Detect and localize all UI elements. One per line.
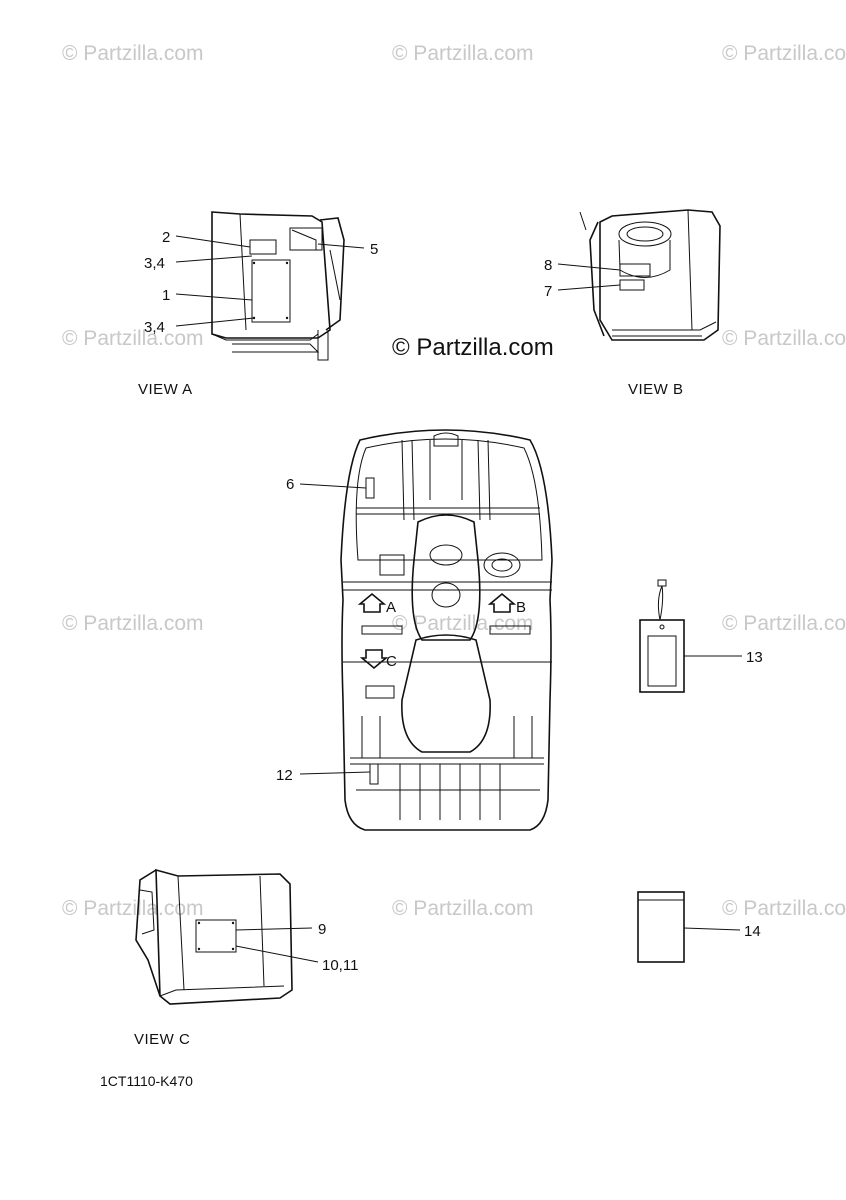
arrow-label-c: C [386, 653, 397, 670]
callout-5: 5 [370, 241, 378, 258]
view-a-label: VIEW A [138, 381, 193, 398]
view-b-callouts: 8 7 VIEW B [544, 257, 684, 398]
diagram-code: 1CT1110-K470 [100, 1073, 193, 1089]
watermark-6: © Partzilla.com [62, 612, 204, 635]
watermark-center: © Partzilla.com [392, 334, 554, 361]
view-c-callouts: 9 10,11 VIEW C [134, 921, 358, 1048]
callout-3-4-bottom: 3,4 [144, 319, 165, 336]
view-b-drawing [579, 209, 721, 341]
callout-8: 8 [544, 257, 552, 274]
view-a-drawing [211, 211, 345, 361]
watermark-9: © Partzilla.com [62, 897, 204, 920]
view-b-label: VIEW B [628, 381, 684, 398]
callout-3-4-top: 3,4 [144, 255, 165, 272]
watermark-4: © Partzilla.com [62, 327, 204, 350]
watermark-3: © Partzilla.com [722, 42, 846, 65]
watermark-5: © Partzilla.com [722, 327, 846, 350]
view-c-label: VIEW C [134, 1031, 190, 1048]
view-c-drawing [135, 868, 293, 1005]
callout-9: 9 [318, 921, 326, 938]
watermarks: © Partzilla.com © Partzilla.com © Partzi… [62, 42, 846, 920]
callout-6: 6 [286, 476, 294, 493]
callout-10-11: 10,11 [322, 957, 358, 974]
callout-7: 7 [544, 283, 552, 300]
arrow-label-b: B [516, 599, 526, 616]
watermark-2: © Partzilla.com [392, 42, 534, 65]
arrow-up-b-icon [487, 592, 517, 613]
callout-13: 13 [746, 649, 763, 666]
arrow-label-a: A [386, 599, 396, 616]
watermark-11: © Partzilla.com [722, 897, 846, 920]
arrow-down-c-icon [359, 649, 389, 670]
callout-12: 12 [276, 767, 293, 784]
atv-callouts: 6 12 [276, 476, 371, 784]
atv-top-view: A B C [340, 429, 553, 831]
label-card-14: 14 [637, 891, 761, 963]
watermark-8: © Partzilla.com [722, 612, 846, 635]
callout-14: 14 [744, 923, 761, 940]
watermark-10: © Partzilla.com [392, 897, 534, 920]
arrow-up-a-icon [357, 592, 387, 613]
watermark-1: © Partzilla.com [62, 42, 204, 65]
hang-tag-13: 13 [639, 579, 763, 693]
callout-2: 2 [162, 229, 170, 246]
watermark-7: © Partzilla.com [392, 612, 534, 635]
view-a-callouts: 2 3,4 1 3,4 5 VIEW A [138, 229, 378, 398]
callout-1: 1 [162, 287, 170, 304]
